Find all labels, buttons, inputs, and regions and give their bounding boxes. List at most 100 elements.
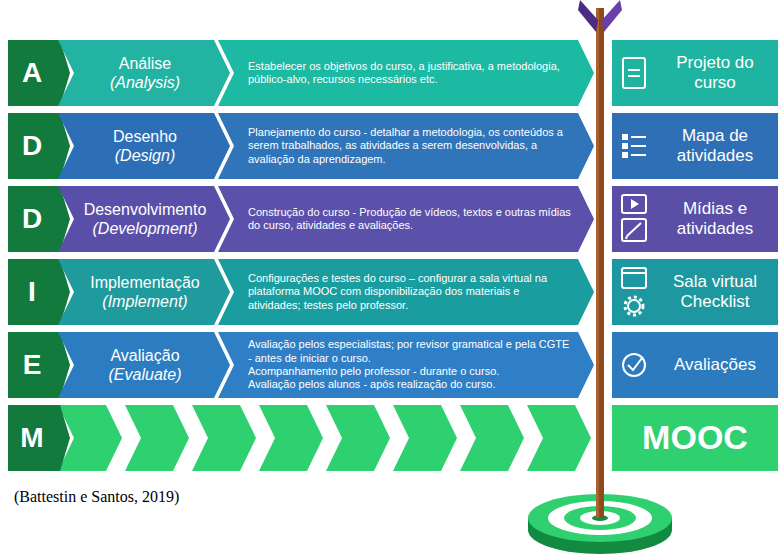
letter-text: E: [23, 350, 42, 381]
output-box-fill: [612, 40, 778, 106]
node-content: Sala virtual Checklist: [612, 259, 778, 325]
output-text: Mídias e atividades: [658, 199, 772, 240]
output-box-fill: [612, 332, 778, 398]
description-chevron: Configurações e testes do curso – config…: [218, 259, 594, 325]
shape-outline: [58, 40, 230, 106]
shape-outline: [58, 113, 230, 179]
letter-text: A: [22, 58, 42, 89]
node-content: MOOC: [612, 405, 778, 471]
letter-text: D: [22, 131, 42, 162]
node-content: D: [8, 113, 70, 179]
mooc-box: MOOC: [612, 405, 778, 471]
description-chevron: Avaliação pelos especialistas; por revis…: [218, 332, 594, 398]
node-content: Planejamento do curso - detalhar a metod…: [218, 113, 594, 179]
letter-text: M: [20, 423, 43, 454]
node-content: Análise(Analysis): [58, 40, 230, 106]
node-content: Implementação(Implement): [58, 259, 230, 325]
document-icon: [623, 58, 645, 88]
phase-english: (Development): [93, 219, 198, 238]
shape-fill: [8, 113, 70, 179]
stage-letter: E: [8, 332, 70, 398]
shape-fill: [58, 40, 230, 106]
list-icon: [623, 135, 646, 157]
node-content: Projeto do curso: [612, 40, 778, 106]
shape-fill: [58, 332, 230, 398]
stage-letter: I: [8, 259, 70, 325]
phase-chevron: Desenvolvimento(Development): [58, 186, 230, 252]
output-box: Sala virtual Checklist: [612, 259, 778, 325]
desc-text: Estabelecer os objetivos do curso, a jus…: [248, 60, 572, 87]
icons: [622, 58, 646, 376]
node-content: E: [8, 332, 70, 398]
shape-outline: [58, 186, 230, 252]
stage-letter: D: [8, 113, 70, 179]
shape-fill: [218, 186, 594, 252]
output-text: Mapa de atividades: [658, 126, 772, 167]
phase-chevron: Desenho(Design): [58, 113, 230, 179]
phase-chevron: Implementação(Implement): [58, 259, 230, 325]
desc-text: Acompanhamento pelo professor - durante …: [248, 365, 499, 378]
output-box: Mídias e atividades: [612, 186, 778, 252]
output-text: Avaliações: [674, 355, 756, 375]
phase-english: (Design): [115, 146, 175, 165]
shape-fill: [8, 186, 70, 252]
phase-english: (Evaluate): [109, 365, 182, 384]
phase-english: (Implement): [102, 292, 187, 311]
phase-title: Avaliação: [110, 346, 179, 365]
mooc-chevron-band: [58, 405, 591, 471]
desc-text: Avaliação pelos alunos - após realização…: [248, 378, 495, 391]
node-content: Avaliações: [612, 332, 778, 398]
description-chevron: Estabelecer os objetivos do curso, a jus…: [218, 40, 594, 106]
node-content: Construção do curso - Produção de vídeos…: [218, 186, 594, 252]
description-chevron: Construção do curso - Produção de vídeos…: [218, 186, 594, 252]
caption: (Battestin e Santos, 2019): [14, 488, 179, 506]
output-box: Projeto do curso: [612, 40, 778, 106]
letter-text: D: [22, 204, 42, 235]
shape-fill: [58, 259, 230, 325]
node-content: Mapa de atividades: [612, 113, 778, 179]
output-text: Projeto do curso: [658, 53, 772, 94]
node-content: M: [8, 405, 70, 471]
desc-text: Planejamento do curso - detalhar a metod…: [248, 126, 572, 166]
phase-english: (Analysis): [110, 73, 180, 92]
node-content: Mídias e atividades: [612, 186, 778, 252]
node-content: Configurações e testes do curso – config…: [218, 259, 594, 325]
shape-fill: [8, 332, 70, 398]
shape-outline: [8, 259, 70, 325]
shape-fill: [58, 113, 230, 179]
media-icon: [622, 195, 646, 241]
window-gear-icon: [622, 268, 646, 315]
node-content: Desenvolvimento(Development): [58, 186, 230, 252]
node-content: Estabelecer os objetivos do curso, a jus…: [218, 40, 594, 106]
shape-fill: [218, 259, 594, 325]
check-icon: [623, 354, 645, 376]
stage-letter: M: [8, 405, 70, 471]
node-content: Avaliação(Evaluate): [58, 332, 230, 398]
desc-text: Avaliação pelos especialistas; por revis…: [248, 338, 572, 365]
output-box-fill: [612, 259, 778, 325]
letter-text: I: [28, 277, 36, 308]
phase-title: Desenho: [113, 127, 177, 146]
shape-fill: [218, 332, 594, 398]
shape-fill: [8, 259, 70, 325]
phase-chevron: Análise(Analysis): [58, 40, 230, 106]
output-box-fill: [612, 113, 778, 179]
output-box-fill: [612, 186, 778, 252]
phase-title: Implementação: [90, 273, 199, 292]
stage-letter: A: [8, 40, 70, 106]
phase-title: Análise: [119, 54, 171, 73]
output-box: Mapa de atividades: [612, 113, 778, 179]
node-content: D: [8, 186, 70, 252]
shape-fill: [218, 40, 594, 106]
desc-text: Construção do curso - Produção de vídeos…: [248, 206, 572, 233]
stage-letter: D: [8, 186, 70, 252]
output-box: Avaliações: [612, 332, 778, 398]
mooc-text: MOOC: [642, 419, 748, 456]
shape-outline: [58, 259, 230, 325]
shape-fill: [58, 186, 230, 252]
shape-fill: [218, 113, 594, 179]
shape-fill: [8, 405, 70, 471]
output-text: Sala virtual Checklist: [658, 272, 772, 313]
description-chevron: Planejamento do curso - detalhar a metod…: [218, 113, 594, 179]
